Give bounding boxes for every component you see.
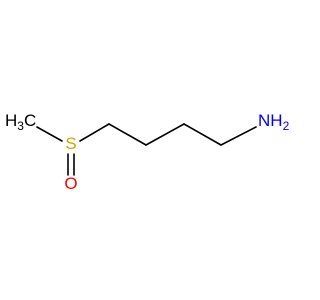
bond-methyl-sulfur — [36, 126, 63, 142]
bond-chain-1 — [108, 123, 147, 146]
oxygen-symbol: O — [64, 174, 77, 193]
methyl-suffix: C — [24, 111, 36, 130]
bond-chain-3 — [183, 123, 222, 146]
structural-formula: H3C S O NH2 — [5, 111, 290, 193]
atom-amine: NH2 — [258, 111, 290, 133]
atom-oxygen: O — [64, 174, 77, 193]
amine-symbol: NH — [258, 111, 283, 130]
sulfur-symbol: S — [65, 134, 76, 153]
bond-chain-amine — [220, 126, 257, 146]
atom-methyl: H3C — [5, 111, 36, 133]
bond-sulfur-chain — [79, 123, 110, 142]
atom-sulfur: S — [65, 134, 76, 153]
bond-chain-2 — [145, 123, 185, 146]
amine-subscript: 2 — [283, 119, 290, 133]
methyl-subscript: 3 — [17, 119, 24, 133]
methyl-symbol: H — [5, 111, 17, 130]
